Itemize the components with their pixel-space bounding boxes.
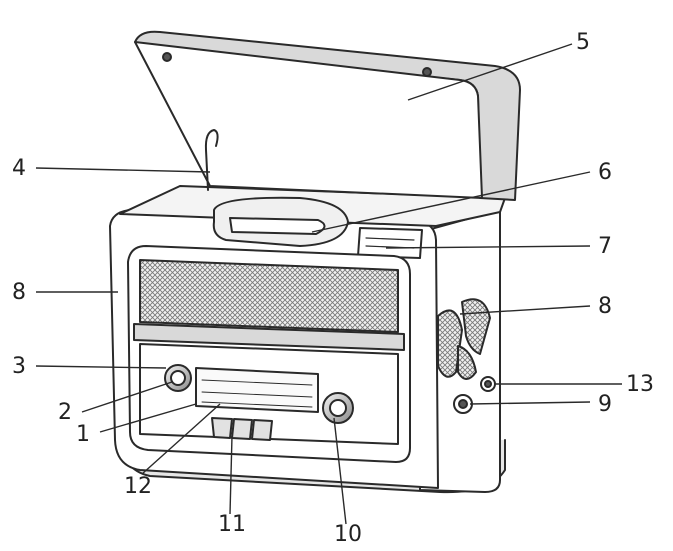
- leader-12: [141, 403, 221, 475]
- callout-3: 3: [12, 354, 26, 379]
- leader-1: [99, 403, 197, 433]
- callout-11: 11: [218, 512, 246, 537]
- leader-2: [81, 381, 173, 413]
- leader-9: [469, 401, 591, 405]
- lid-support-arm: [204, 129, 219, 191]
- callout-1: 1: [76, 422, 90, 447]
- leader-11: [229, 435, 233, 515]
- leader-lines: [35, 43, 622, 525]
- lid-screw-left: [162, 52, 172, 62]
- front-speaker-grille: [139, 259, 399, 333]
- trim-bar: [133, 323, 405, 351]
- function-button-1: [211, 417, 233, 439]
- tonearm: [229, 217, 326, 235]
- callout-8-left: 8: [12, 280, 26, 305]
- callout-9: 9: [598, 392, 612, 417]
- leader-3: [35, 365, 167, 369]
- callout-7: 7: [598, 234, 612, 259]
- callout-10: 10: [334, 522, 362, 547]
- callout-2: 2: [58, 400, 72, 425]
- lid-surface: [134, 41, 483, 199]
- side-speaker-grille-left: [437, 309, 463, 378]
- callout-4: 4: [12, 156, 26, 181]
- function-button-2: [231, 418, 253, 440]
- callout-8-right: 8: [598, 294, 612, 319]
- callout-6: 6: [598, 160, 612, 185]
- leader-10: [333, 417, 347, 525]
- leader-5: [407, 43, 573, 101]
- tuning-dial-window: [195, 367, 319, 413]
- callout-12: 12: [124, 474, 152, 499]
- lid-screw-right: [422, 67, 432, 77]
- callout-13: 13: [626, 372, 654, 397]
- leader-6: [311, 171, 591, 233]
- side-speaker-grille-bottom: [457, 345, 477, 380]
- callout-5: 5: [576, 30, 590, 55]
- leader-7: [385, 245, 591, 249]
- control-strip: [357, 227, 423, 259]
- leader-8b: [459, 305, 591, 315]
- leader-4: [35, 167, 211, 173]
- function-button-3: [251, 419, 273, 441]
